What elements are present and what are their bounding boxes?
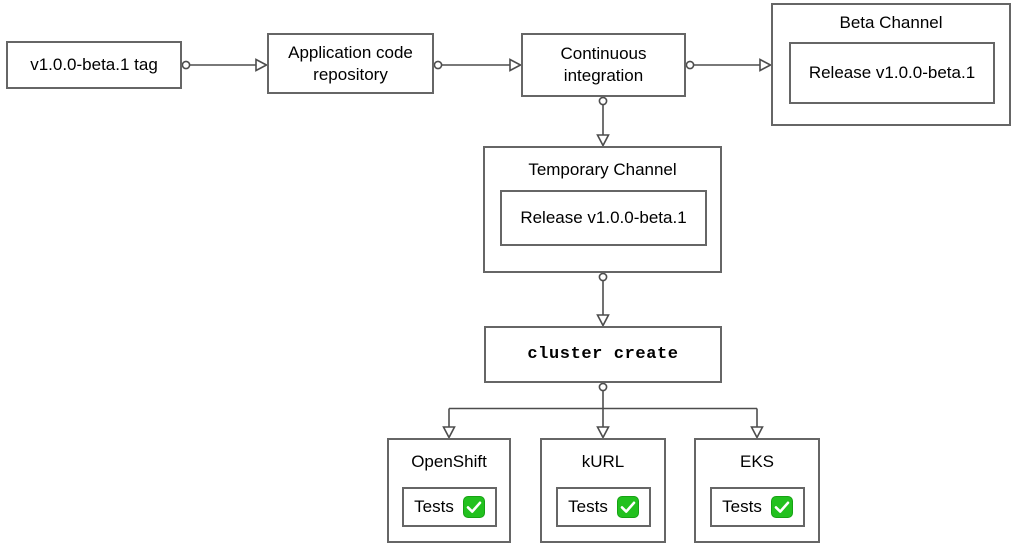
ci-label-line-2: integration <box>563 66 644 85</box>
edge-cluster-create-to-platforms <box>442 382 764 440</box>
node-version-tag-label: v1.0.0-beta.1 tag <box>30 55 158 75</box>
ci-label-line-1: Continuous <box>560 44 647 64</box>
kurl-title: kURL <box>581 452 625 471</box>
eks-tests-box[interactable]: Tests <box>710 487 805 527</box>
beta-channel-release-box[interactable]: Release v1.0.0-beta.1 <box>789 42 995 104</box>
node-kurl[interactable]: kURL Tests <box>540 438 666 543</box>
openshift-tests-label: Tests <box>414 497 454 517</box>
node-continuous-integration-label: Continuous integration <box>560 43 646 87</box>
kurl-tests-box[interactable]: Tests <box>556 487 651 527</box>
repo-label-line-1: Application code <box>288 42 413 62</box>
edge-ci-to-temporary-channel <box>596 96 610 148</box>
beta-channel-release-label: Release v1.0.0-beta.1 <box>808 63 976 83</box>
repo-label-line-2: repository <box>313 64 388 84</box>
check-mark-button-icon <box>616 496 639 518</box>
edge-ci-to-beta-channel <box>685 58 773 72</box>
node-openshift[interactable]: OpenShift Tests <box>387 438 511 543</box>
temporary-channel-release-box[interactable]: Release v1.0.0-beta.1 <box>500 190 707 246</box>
check-mark-button-icon <box>462 496 485 518</box>
openshift-title: OpenShift <box>411 452 487 471</box>
node-temporary-channel[interactable]: Temporary Channel Release v1.0.0-beta.1 <box>483 146 722 273</box>
kurl-tests-label: Tests <box>568 497 608 517</box>
beta-channel-title: Beta Channel <box>839 13 943 32</box>
eks-tests-label: Tests <box>722 497 762 517</box>
node-cluster-create[interactable]: cluster create <box>484 326 722 383</box>
node-beta-channel[interactable]: Beta Channel Release v1.0.0-beta.1 <box>771 3 1011 126</box>
eks-title: EKS <box>739 452 775 471</box>
check-mark-button-icon <box>770 496 793 518</box>
edge-temporary-channel-to-cluster-create <box>596 272 610 328</box>
node-application-code-repository-label: Application code repository <box>288 42 413 86</box>
node-application-code-repository[interactable]: Application code repository <box>267 33 434 94</box>
node-version-tag[interactable]: v1.0.0-beta.1 tag <box>6 41 182 89</box>
node-eks[interactable]: EKS Tests <box>694 438 820 543</box>
temporary-channel-title: Temporary Channel <box>528 160 677 179</box>
edge-repo-to-ci <box>433 58 523 72</box>
cluster-create-command-label: cluster create <box>527 344 679 364</box>
edge-tag-to-repo <box>181 58 269 72</box>
node-continuous-integration[interactable]: Continuous integration <box>521 33 686 97</box>
openshift-tests-box[interactable]: Tests <box>402 487 497 527</box>
temporary-channel-release-label: Release v1.0.0-beta.1 <box>520 208 687 228</box>
